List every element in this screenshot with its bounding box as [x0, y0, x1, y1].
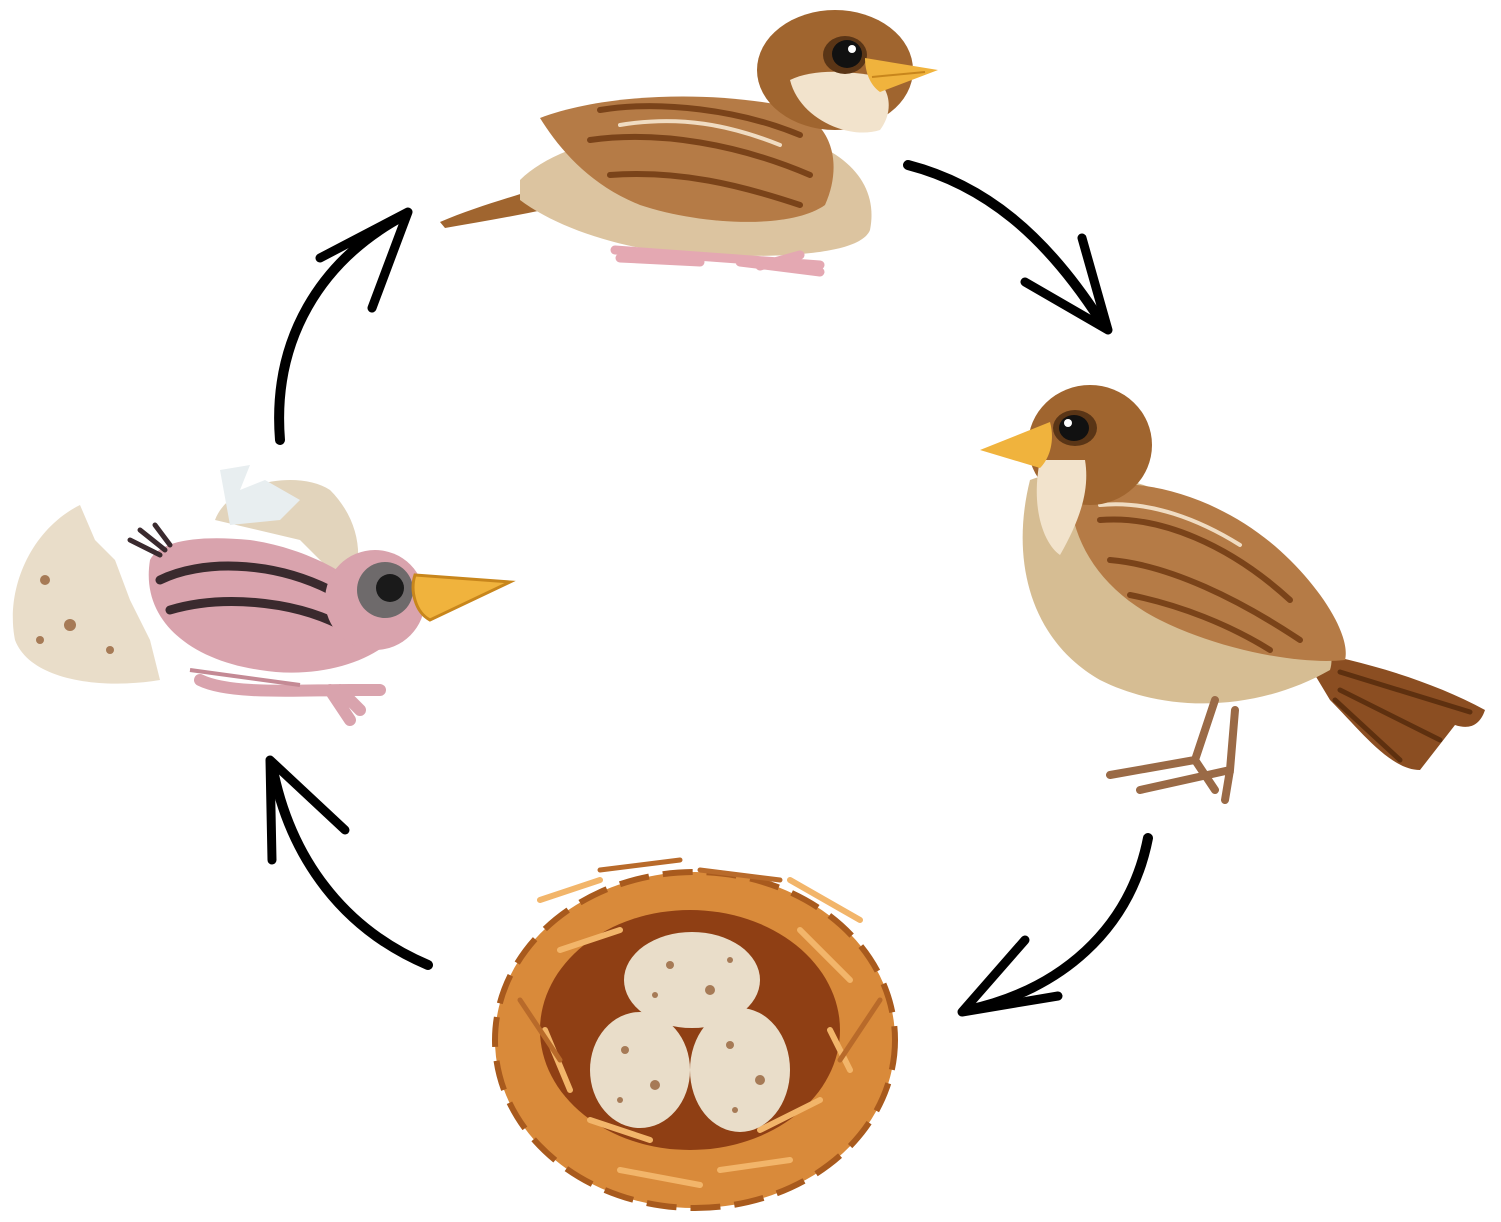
egg-icon [590, 1012, 690, 1128]
arrow-nest-to-hatchling [270, 760, 428, 965]
arrow-adult-to-nest [962, 838, 1148, 1012]
arrow-hatchling-to-young [279, 212, 408, 440]
arrow-young-to-adult [908, 165, 1108, 330]
young-sparrow-icon [440, 10, 938, 272]
hatchling-in-eggshell-icon [13, 465, 510, 720]
adult-sparrow-icon [980, 385, 1485, 800]
egg-icon [690, 1008, 790, 1132]
nest-with-eggs-icon [495, 860, 895, 1208]
